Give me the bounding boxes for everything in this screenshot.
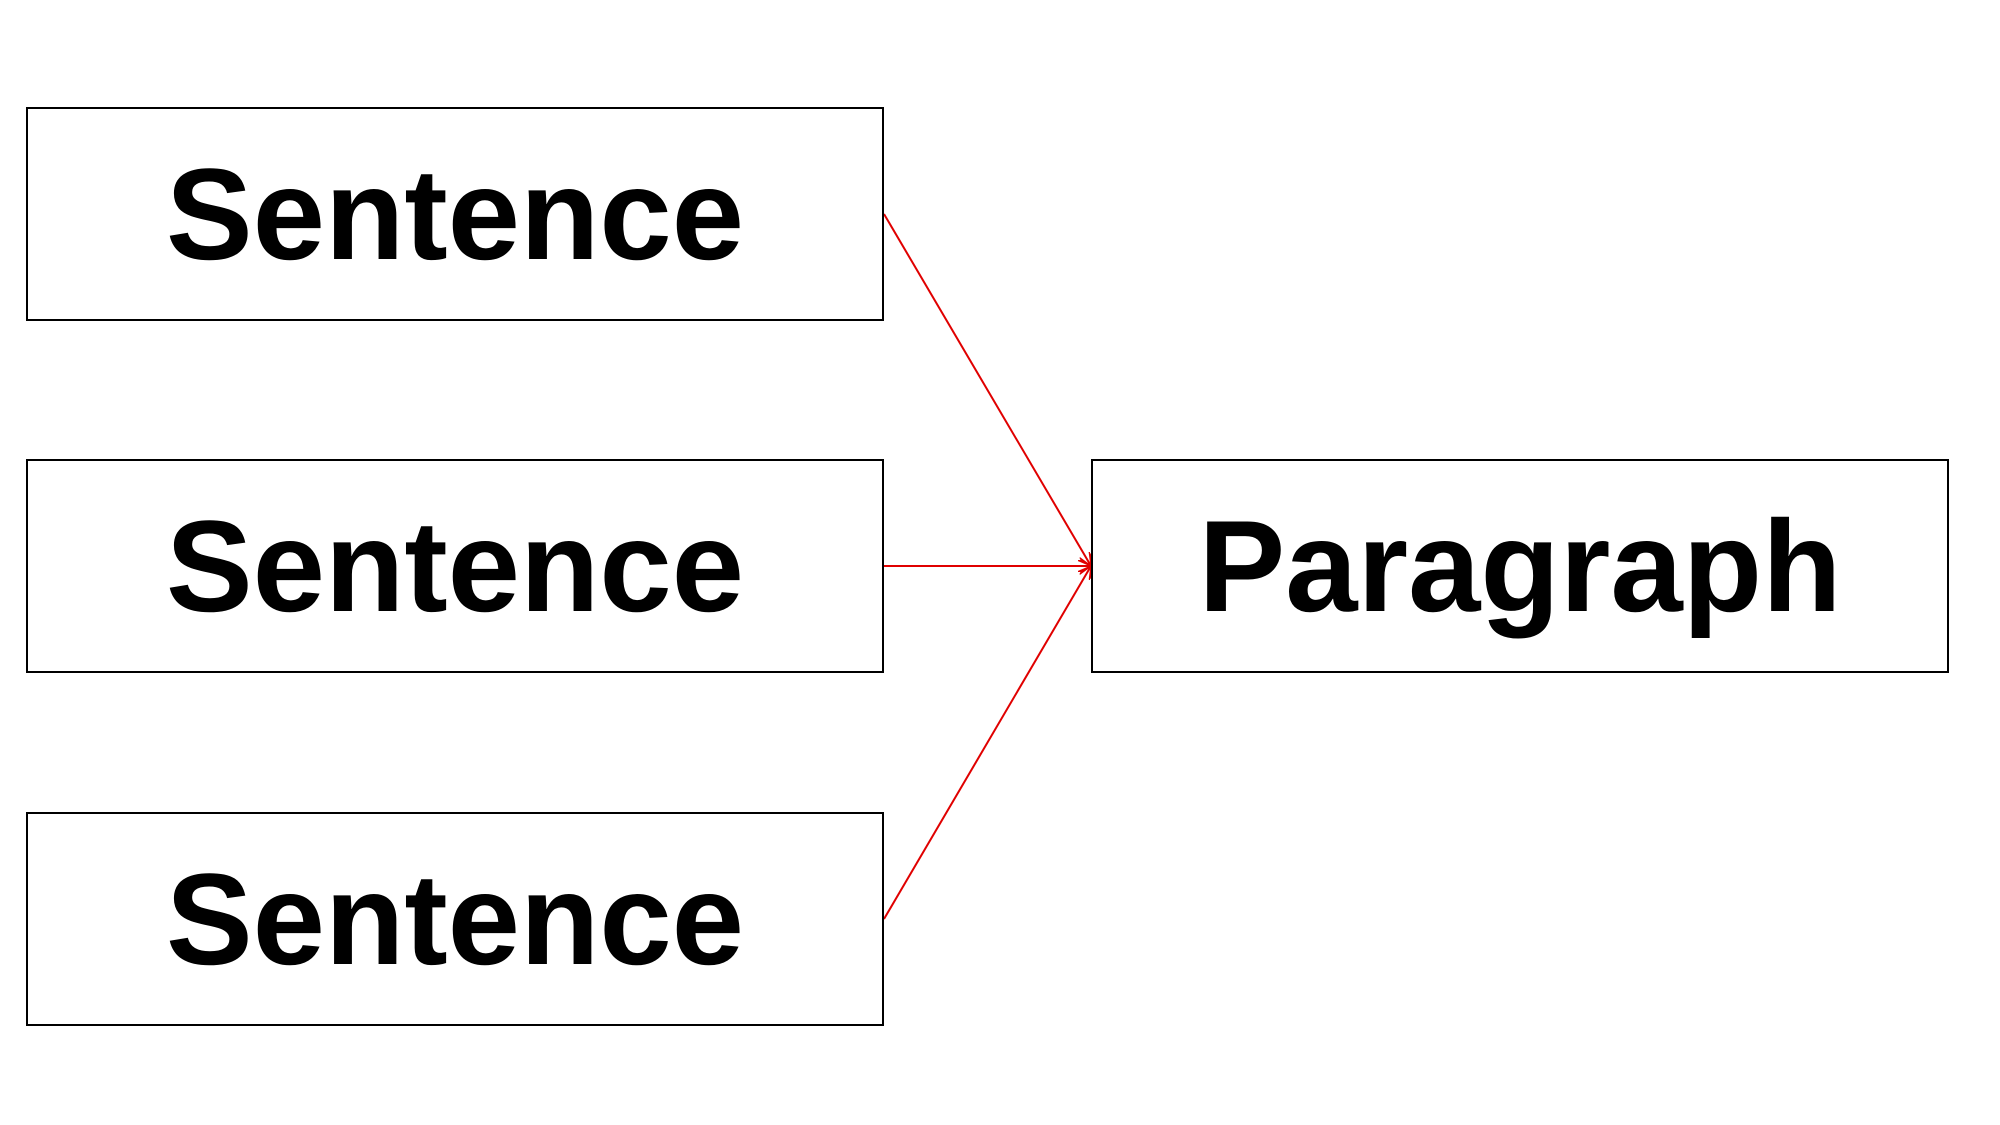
paragraph-box: Paragraph: [1091, 459, 1949, 673]
arrow-sentence-1-to-paragraph: [883, 213, 1091, 566]
sentence-box-3: Sentence: [26, 812, 884, 1026]
sentence-label-2: Sentence: [165, 493, 745, 639]
paragraph-label: Paragraph: [1198, 493, 1842, 639]
sentence-box-1: Sentence: [26, 107, 884, 321]
sentence-label-1: Sentence: [165, 141, 745, 287]
arrow-sentence-3-to-paragraph: [883, 566, 1091, 920]
sentence-box-2: Sentence: [26, 459, 884, 673]
sentence-label-3: Sentence: [165, 846, 745, 992]
